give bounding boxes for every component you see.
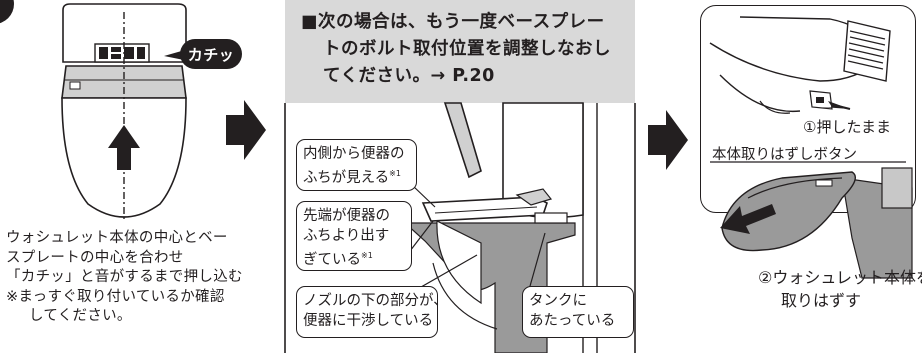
washlet-removal-illustration: [720, 167, 913, 279]
vent-grille: [843, 20, 891, 82]
header-line: トのボルト取付位置を調整しなおし: [323, 39, 611, 59]
callout-tip-overhang: 先端が便器の ふちより出す ぎている※1: [296, 201, 412, 271]
release-button-detail: [709, 16, 906, 163]
release-button-label: 本体取りはずしボタン: [712, 147, 857, 163]
callout-inner-rim: 内側から便器の ふちが見える※1: [296, 139, 417, 191]
page-tab-circle: [0, 0, 14, 24]
callout-nozzle-interference: ノズルの下の部分が、 便器に干渉している: [296, 286, 448, 338]
step-2-label: ②ウォシュレット本体を 取りはずす: [758, 268, 922, 310]
caption-line: ウォシュレット本体の中心とベー: [6, 230, 228, 246]
push-arrow-icon: [108, 125, 140, 170]
header-line: ■次の場合は、もう一度ベースプレー: [301, 12, 605, 32]
washlet-seat: [421, 196, 548, 222]
raised-lid: [443, 102, 482, 179]
step-1-label: ①押したまま: [803, 118, 891, 136]
click-sound-bubble: カチッ: [180, 39, 242, 69]
caption-line: 「カチッ」と音がするまで押し込む: [6, 269, 243, 285]
callout-tank-contact: タンクに あたっている: [522, 286, 634, 338]
caption-note: ※まっすぐ取り付いているか確認: [6, 288, 225, 305]
warning-header: [285, 0, 635, 103]
caption-line: スプレートの中心を合わせ: [6, 249, 184, 266]
step-arrow-icon: [226, 100, 266, 160]
warning-header-text: ■次の場合は、もう一度ベースプレー トのボルト取付位置を調整しなおし てください…: [301, 9, 631, 90]
left-illustration: [0, 0, 187, 220]
caption-note-cont: してください。: [29, 308, 132, 324]
washlet-body: [721, 171, 856, 252]
header-line: てください。→ P.20: [323, 66, 495, 86]
base-plate: [94, 43, 150, 63]
pull-arrow-icon: [720, 204, 776, 234]
step-arrow-icon: [648, 110, 688, 170]
install-caption: ウォシュレット本体の中心とベー スプレートの中心を合わせ 「カチッ」と音がするま…: [6, 229, 276, 327]
release-button: [816, 97, 824, 103]
